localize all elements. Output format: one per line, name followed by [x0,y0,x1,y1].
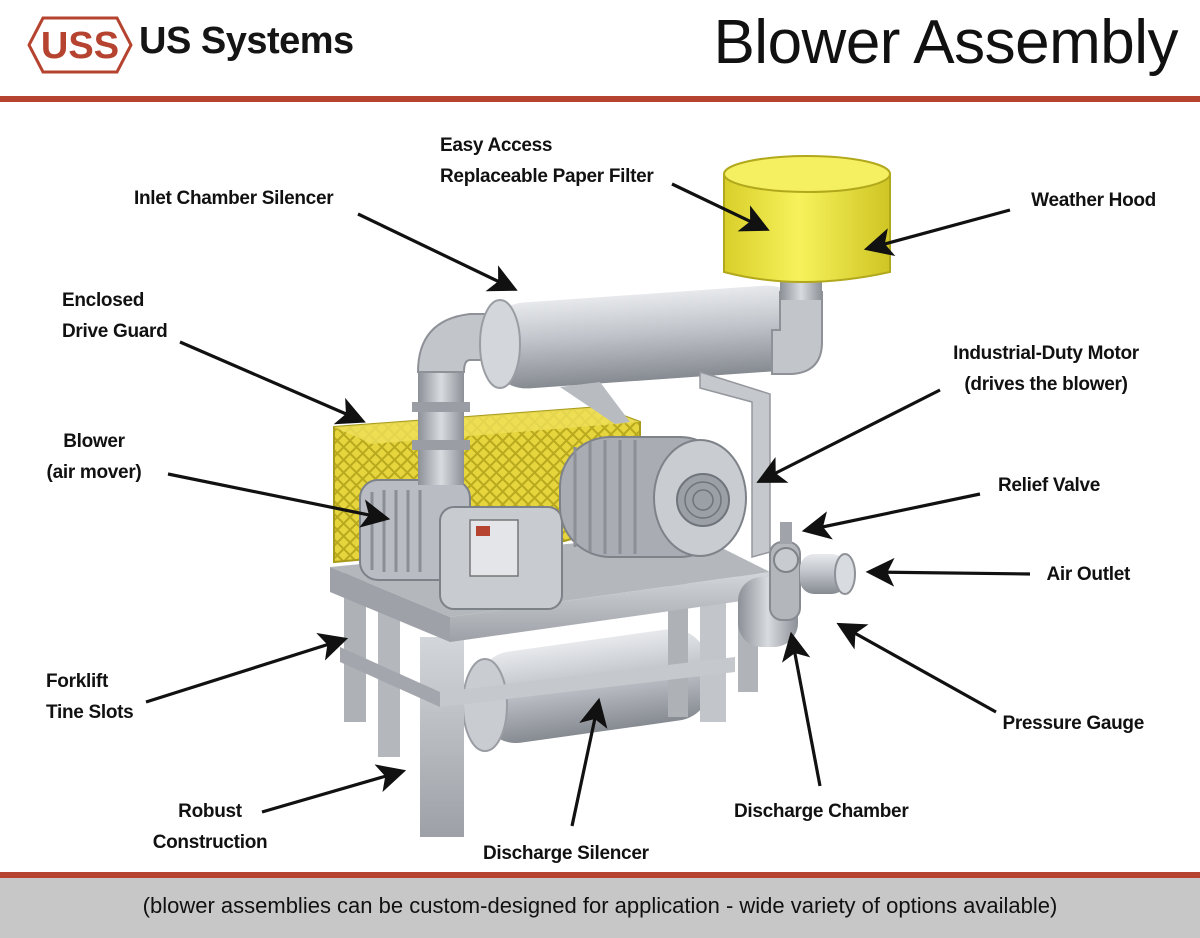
brand-name: US Systems [139,20,354,62]
callout-arrows [145,182,1031,827]
weather-hood-part [723,155,891,283]
arrow-motor [756,388,941,483]
arrow-inlet-silencer [357,212,518,292]
blower-assembly-illustration [145,155,1031,837]
arrow-weather-hood [863,208,1011,257]
hood-pipe-part [771,272,823,375]
label-inlet-silencer: Inlet Chamber Silencer [134,188,334,209]
arrow-blower [167,472,391,528]
arrow-drive-guard [179,340,366,425]
label-discharge-silencer: Discharge Silencer [483,843,649,864]
label-discharge-chamber: Discharge Chamber [734,801,909,822]
label-relief-valve: Relief Valve [997,475,1100,496]
arrow-discharge-silencer [570,697,608,827]
label-motor: Industrial-Duty Motor(drives the blower) [953,343,1139,395]
motor-part [559,436,747,558]
header: USS US Systems Blower Assembly [0,0,1200,96]
discharge-assembly-part [738,522,856,647]
label-pressure-gauge: Pressure Gauge [1002,713,1144,734]
arrow-forklift [145,633,349,704]
arrow-pressure-gauge [836,622,997,714]
arrow-robust [261,764,407,814]
header-rule [0,96,1200,102]
footer: (blower assemblies can be custom-designe… [0,878,1200,938]
label-air-outlet: Air Outlet [1046,564,1130,585]
label-blower: Blower(air mover) [46,431,142,483]
arrow-discharge-chamber [782,631,822,787]
arrow-filter [671,182,770,232]
inlet-pipe-part [412,313,501,485]
footer-rule [0,872,1200,878]
uss-logo-icon: USS [27,16,133,74]
arrow-relief-valve [801,492,981,540]
logo-text: USS [41,25,119,67]
page-title: Blower Assembly [713,8,1178,77]
label-weather-hood: Weather Hood [1031,190,1156,211]
inlet-silencer-part [479,285,808,558]
footer-note: (blower assemblies can be custom-designe… [142,893,1058,918]
arrow-air-outlet [865,557,1031,587]
